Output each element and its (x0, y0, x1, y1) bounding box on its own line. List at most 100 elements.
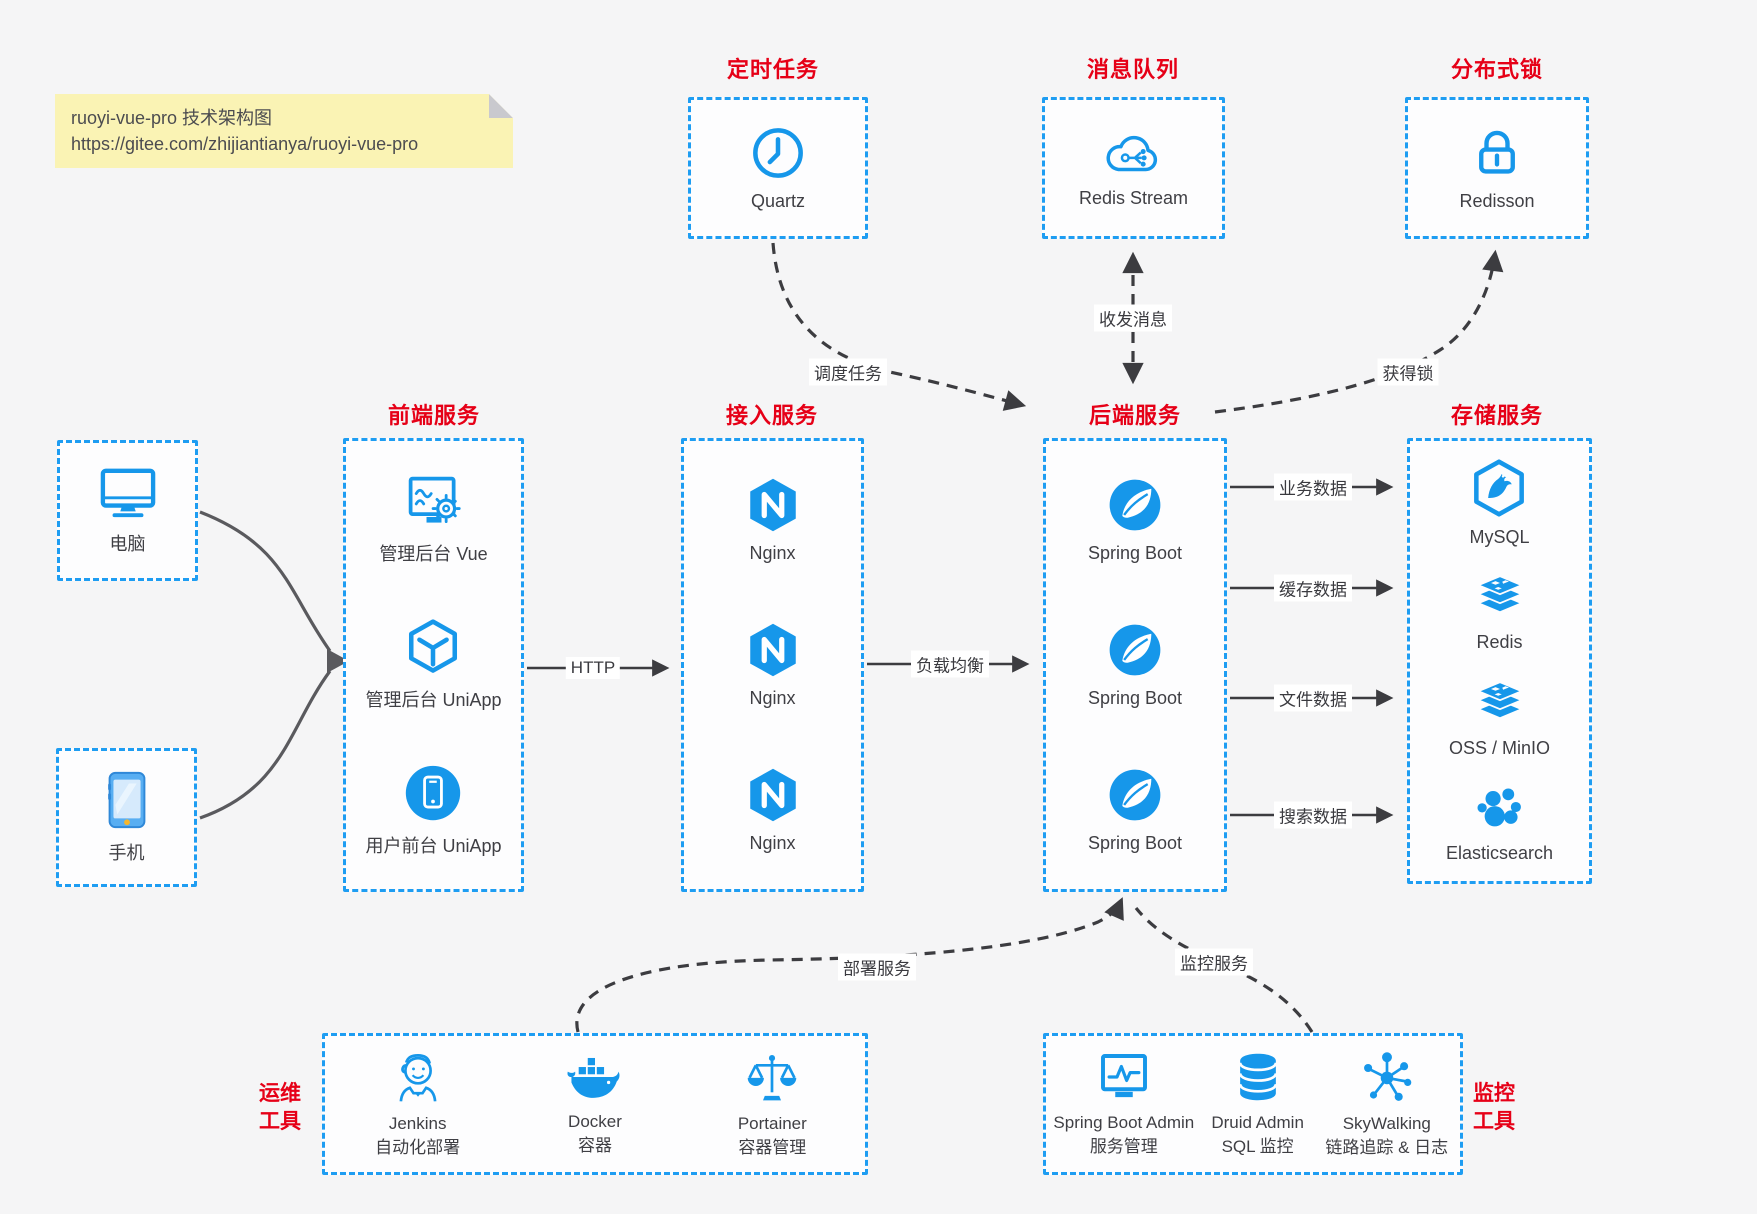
portainer-item: Portainer 容器管理 (697, 1049, 847, 1159)
message-label: 收发消息 (1094, 304, 1172, 332)
title-storage: 存储服务 (1450, 403, 1544, 428)
quartz-item: Quartz (749, 124, 807, 212)
uniapp-cube-icon (409, 618, 458, 673)
redisson-item: Redisson (1459, 124, 1535, 212)
nginx-icon (749, 769, 796, 822)
storage-box: MySQL Redis (1407, 438, 1592, 884)
note-title: ruoyi-vue-pro 技术架构图 (71, 108, 273, 128)
monitor-label-line2: 工具 (1473, 1110, 1515, 1133)
pc-item: 电脑 (97, 465, 159, 556)
lock-icon (1479, 130, 1515, 174)
tool-desc: 链路追踪 & 日志 (1325, 1138, 1449, 1157)
item-label: MySQL (1469, 526, 1530, 547)
item-label: Spring Boot (1087, 542, 1183, 563)
nginx-icon (749, 478, 796, 531)
monitor-service-label: 监控服务 (1175, 948, 1253, 976)
admin-monitor-icon (1100, 1054, 1147, 1098)
pc-box: 电脑 (57, 440, 198, 581)
tool-desc: SQL 监控 (1221, 1137, 1294, 1156)
redis-stack-icon (1477, 575, 1523, 614)
tool-desc: 容器 (577, 1136, 612, 1155)
monitor-tools-box: Spring Boot Admin 服务管理 Druid Admin SQL 监… (1043, 1033, 1463, 1175)
jenkins-icon (399, 1054, 437, 1102)
backend-box: Spring Boot Spring Boot Spring Boot (1043, 438, 1227, 892)
schedule-task-label: 调度任务 (809, 358, 887, 386)
frontend-box: 管理后台 Vue 管理后台 UniApp 用户前台 UniApp (343, 438, 524, 892)
admin-uniapp-item: 管理后台 UniApp (365, 617, 502, 712)
item-label: Elasticsearch (1445, 843, 1554, 864)
item-label: 管理后台 Vue (379, 543, 488, 564)
scales-icon (748, 1055, 797, 1101)
cache-data-label: 缓存数据 (1274, 574, 1352, 602)
monitor-tools-label: 监控 工具 (1473, 1080, 1515, 1136)
skywalking-item: SkyWalking 链路追踪 & 日志 (1318, 1049, 1456, 1159)
note-cut-corner (489, 94, 513, 118)
ops-tools-box: Jenkins 自动化部署 Docker 容器 (322, 1033, 868, 1175)
druid-admin-item: Druid Admin SQL 监控 (1198, 1050, 1318, 1158)
tool-desc: 自动化部署 (375, 1138, 461, 1157)
item-label: Quartz (750, 191, 806, 211)
ops-tools-label: 运维 工具 (259, 1080, 301, 1136)
tool-name: Portainer (737, 1114, 807, 1133)
ops-label-line1: 运维 (259, 1082, 301, 1105)
acquire-lock-label: 获得锁 (1377, 358, 1439, 386)
network-nodes-icon (1363, 1052, 1412, 1101)
item-label: 用户前台 UniApp (365, 835, 502, 856)
desktop-icon (100, 468, 155, 518)
tool-name: Spring Boot Admin (1053, 1113, 1195, 1132)
mysql-icon (1474, 459, 1525, 517)
acquire-lock-arrow (1214, 249, 1504, 414)
elasticsearch-icon (1477, 788, 1522, 827)
database-icon (1238, 1053, 1277, 1101)
user-uniapp-item: 用户前台 UniApp (365, 763, 502, 858)
oss-minio-item: OSS / MinIO (1449, 675, 1550, 759)
item-label: 管理后台 UniApp (365, 689, 502, 710)
title-frontend: 前端服务 (387, 403, 481, 428)
nginx-item: Nginx (745, 766, 801, 854)
tool-name: Druid Admin (1211, 1113, 1304, 1132)
spring-boot-item: Spring Boot (1088, 476, 1182, 564)
item-label: Nginx (749, 833, 796, 854)
title-timer: 定时任务 (726, 57, 820, 82)
docker-item: Docker 容器 (520, 1051, 670, 1157)
tool-name: SkyWalking (1342, 1114, 1431, 1133)
redis-stream-box: Redis Stream (1042, 97, 1225, 239)
stream-cloud-icon (1106, 135, 1158, 172)
tool-name: Docker (568, 1112, 622, 1131)
tool-desc: 服务管理 (1089, 1137, 1158, 1156)
object-storage-icon (1477, 681, 1523, 719)
item-label: Spring Boot (1087, 687, 1183, 708)
item-label: 手机 (108, 843, 145, 863)
item-label: Nginx (749, 542, 796, 563)
redis-stream-item: Redis Stream (1079, 127, 1188, 209)
tool-name: Jenkins (388, 1114, 447, 1133)
item-label: Redis (1476, 632, 1523, 653)
client-arrows (199, 510, 332, 820)
file-data-label: 文件数据 (1274, 684, 1352, 712)
tool-desc: 容器管理 (738, 1138, 807, 1157)
gateway-box: Nginx Nginx Nginx (681, 438, 864, 892)
docker-icon (567, 1057, 620, 1098)
load-balance-label: 负载均衡 (911, 650, 989, 678)
monitor-label-line1: 监控 (1473, 1082, 1515, 1105)
item-label: OSS / MinIO (1448, 737, 1551, 758)
phone-box: 手机 (56, 748, 197, 887)
item-label: Redis Stream (1078, 188, 1189, 208)
item-label: Redisson (1459, 191, 1535, 211)
quartz-box: Quartz (688, 97, 868, 239)
spring-icon (1109, 624, 1161, 676)
user-app-icon (406, 765, 461, 820)
clock-icon (753, 128, 803, 178)
elasticsearch-item: Elasticsearch (1446, 780, 1553, 864)
title-gateway: 接入服务 (725, 403, 819, 428)
title-backend: 后端服务 (1088, 403, 1182, 428)
phone-item: 手机 (105, 770, 149, 865)
business-data-label: 业务数据 (1274, 473, 1352, 501)
deploy-service-label: 部署服务 (838, 953, 916, 981)
title-mq: 消息队列 (1086, 57, 1180, 82)
spring-icon (1109, 769, 1161, 821)
search-data-label: 搜索数据 (1274, 801, 1352, 829)
http-label: HTTP (565, 657, 621, 679)
spring-boot-admin-item: Spring Boot Admin 服务管理 (1050, 1050, 1198, 1158)
